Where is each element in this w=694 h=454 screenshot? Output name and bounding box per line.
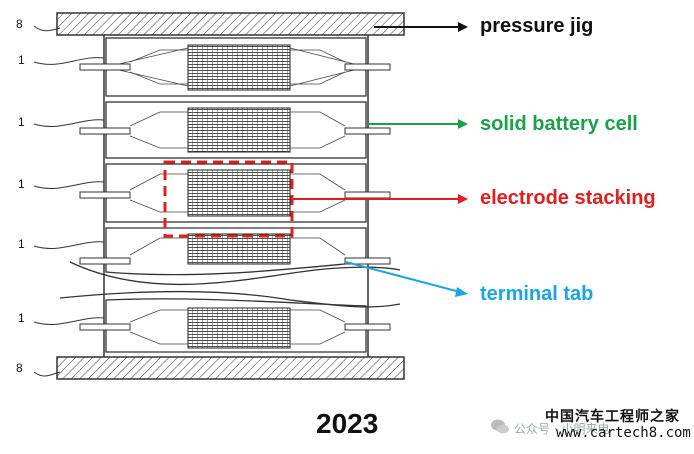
year-label: 2023 <box>316 408 379 439</box>
watermark-source: 中国汽车工程师之家 <box>545 409 680 425</box>
terminal-tab-label: terminal tab <box>480 283 594 305</box>
battery-cell-1 <box>79 37 391 97</box>
pressure-jig-arrow <box>374 22 468 32</box>
ref-1-c: 1 <box>18 177 25 191</box>
top-jig-plate <box>56 12 405 36</box>
pressure-jig-label: pressure jig <box>480 15 594 37</box>
ref-1-e: 1 <box>18 311 25 325</box>
wechat-logo-icon <box>491 419 509 434</box>
solid-battery-cell-label: solid battery cell <box>480 113 638 135</box>
battery-cell-5 <box>79 298 391 353</box>
electrode-stacking-arrow <box>292 194 468 204</box>
ref-1-a: 1 <box>18 53 25 67</box>
watermark-url: www.cartech8.com <box>556 425 691 441</box>
ref-1-d: 1 <box>18 237 25 251</box>
battery-cell-4 <box>79 227 391 276</box>
bottom-jig-plate <box>56 356 405 380</box>
watermark-account: 公众号 · 小明来电 <box>514 422 610 436</box>
ref-8-top: 8 <box>16 17 23 31</box>
battery-cell-3 <box>79 163 391 223</box>
terminal-tab-arrow <box>345 261 468 297</box>
ref-8-bottom: 8 <box>16 361 23 375</box>
battery-cell-2 <box>79 101 391 159</box>
break-line-bottom <box>59 290 401 308</box>
electrode-stacking-label: electrode stacking <box>480 187 656 209</box>
ref-1-b: 1 <box>18 115 25 129</box>
solid-battery-cell-arrow <box>368 119 468 129</box>
